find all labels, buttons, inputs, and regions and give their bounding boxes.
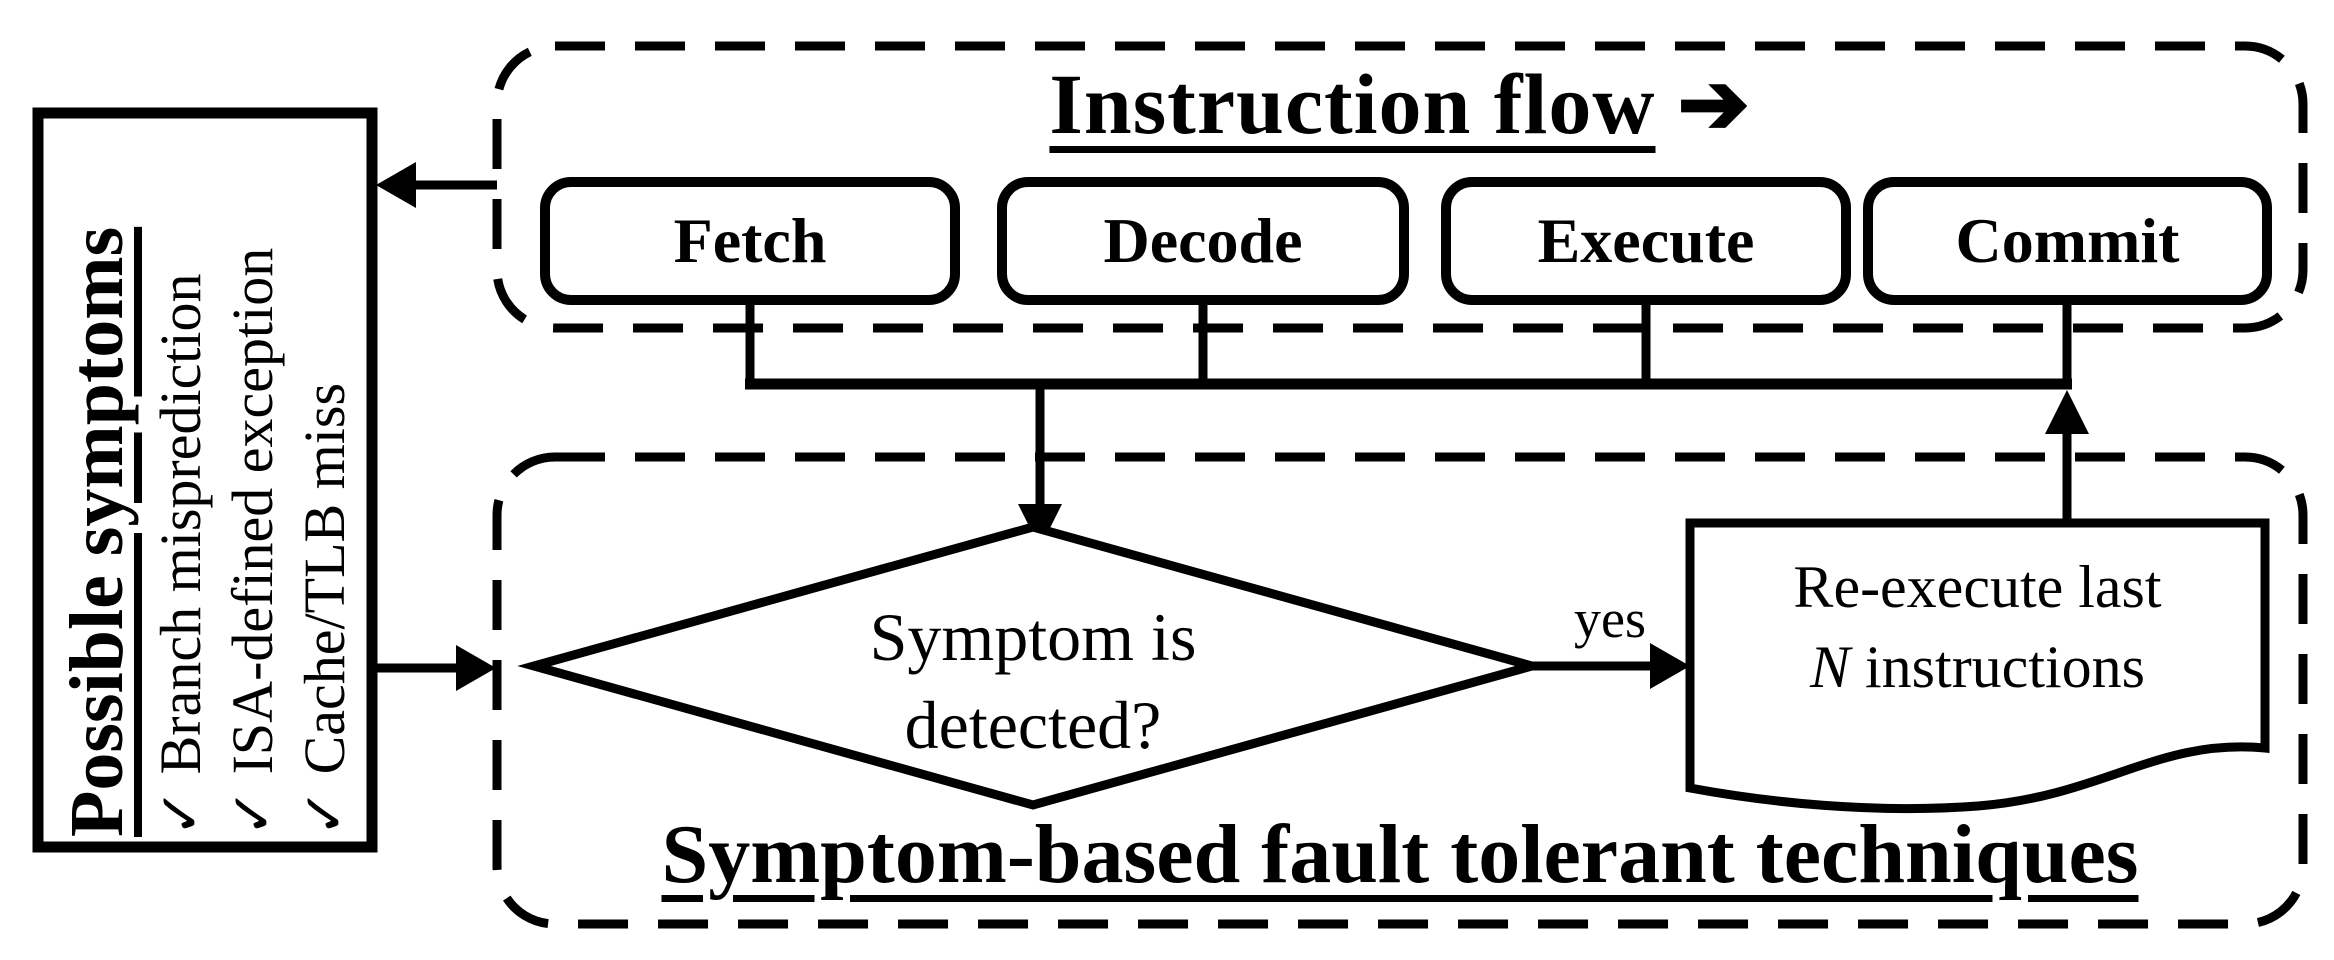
symptoms-to-decision-arrowhead-icon — [456, 645, 496, 691]
document-to-commit-arrowhead-icon — [2045, 390, 2089, 434]
instruction-flow-title-text: Instruction flow — [1049, 56, 1656, 152]
symptom-item-label: Cache/TLB miss — [292, 382, 357, 775]
yes-arrowhead-icon — [1650, 643, 1690, 689]
symptom-item: ✓ Branch misprediction — [145, 119, 217, 837]
reexecute-line2-rest: instructions — [1850, 634, 2146, 700]
decision-question: Symptom is detected? — [534, 556, 1532, 806]
symptom-item-label: Branch misprediction — [148, 273, 213, 775]
instruction-flow-title: Instruction flow ➔ — [497, 52, 2303, 156]
reexecute-line1: Re-execute last — [1793, 554, 2162, 620]
check-icon: ✓ — [220, 788, 285, 837]
yes-edge-label: yes — [1574, 589, 1646, 649]
techniques-title-text: Symptom-based fault tolerant techniques — [661, 807, 2139, 901]
stage-label-decode: Decode — [1103, 205, 1303, 276]
reexecute-line2: N instructions — [1810, 627, 2145, 707]
stage-label-execute: Execute — [1537, 205, 1755, 276]
symptom-item: ✓ ISA-defined exception — [217, 119, 289, 837]
check-icon: ✓ — [292, 788, 357, 837]
possible-symptoms-content: Possible symptoms ✓Branch misprediction … — [44, 119, 366, 841]
stage-label-fetch: Fetch — [673, 205, 827, 276]
instruction-flow-arrow-icon: ➔ — [1677, 56, 1751, 152]
n-variable: N — [1809, 634, 1851, 700]
check-icon: ✓ — [148, 788, 213, 837]
techniques-title: Symptom-based fault tolerant techniques — [497, 804, 2303, 904]
possible-symptoms-heading: Possible symptoms — [55, 226, 139, 837]
possible-symptoms-box — [32, 107, 378, 853]
techniques-container — [492, 452, 2308, 929]
decision-question-line1: Symptom is — [869, 599, 1197, 675]
flow-to-symptoms-arrowhead-icon — [376, 162, 416, 208]
symptom-item-label: ISA-defined exception — [220, 247, 285, 775]
instruction-flow-container — [492, 41, 2308, 333]
reexecute-document — [1685, 518, 2270, 814]
decision-question-line2: detected? — [904, 687, 1162, 763]
reexecute-document-text: Re-execute last N instructions — [1690, 542, 2265, 712]
symptom-item: ✓ Cache/TLB miss — [289, 119, 361, 837]
stage-label-commit: Commit — [1955, 205, 2180, 276]
